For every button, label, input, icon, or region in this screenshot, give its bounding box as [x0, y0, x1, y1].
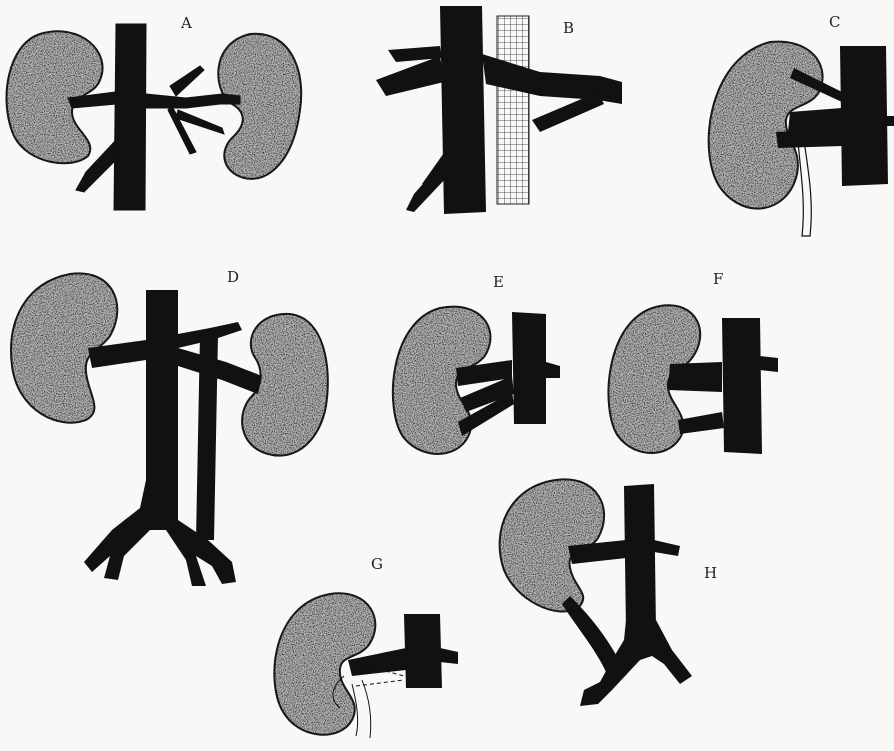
panel-f: F: [608, 270, 778, 454]
panel-label-a: A: [180, 14, 192, 32]
panel-d: D: [11, 268, 328, 586]
right-kidney-a: [218, 34, 301, 179]
aorta-b: [497, 16, 529, 204]
panel-label-h: H: [704, 564, 717, 582]
panel-label-c: C: [829, 13, 840, 31]
panel-label-d: D: [227, 268, 239, 286]
panel-label-f: F: [713, 270, 723, 288]
panel-b: B: [376, 6, 622, 214]
panel-h: H: [500, 479, 717, 706]
panel-g: G: [274, 555, 458, 738]
panel-label-b: B: [563, 19, 574, 37]
panel-a: A: [6, 14, 301, 210]
panel-label-e: E: [493, 273, 504, 291]
ureter-c: [798, 140, 811, 236]
panel-e: E: [393, 273, 560, 454]
panel-c: C: [709, 13, 894, 236]
panel-label-g: G: [371, 555, 383, 573]
